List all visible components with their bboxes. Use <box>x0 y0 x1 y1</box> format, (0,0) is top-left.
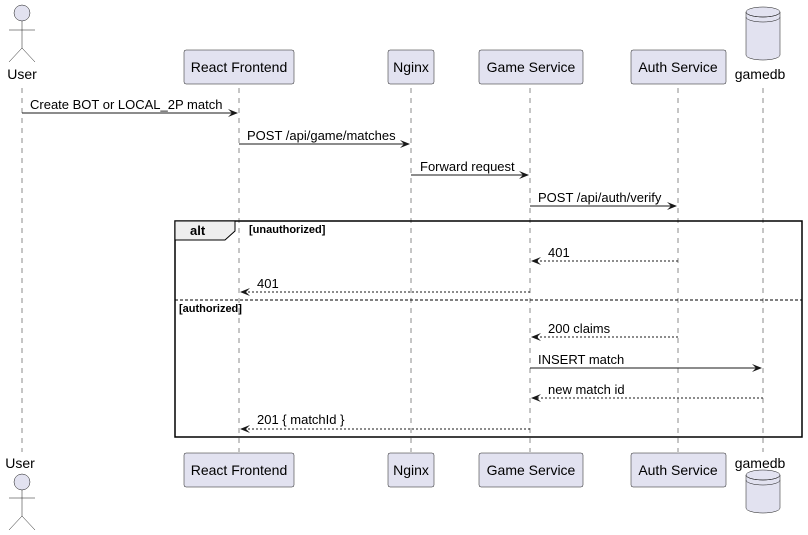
msg-label-9: new match id <box>548 382 625 397</box>
game-label-bottom: Game Service <box>487 462 576 478</box>
db-label-top: gamedb <box>735 66 786 82</box>
nginx-box-top: Nginx <box>387 49 435 85</box>
msg-label-6: 401 <box>257 276 279 291</box>
msg-label-3: Forward request <box>420 159 515 174</box>
msg-label-10: 201 { matchId } <box>257 412 345 427</box>
msg-label-7: 200 claims <box>548 321 611 336</box>
database-icon-top: gamedb <box>735 6 786 82</box>
frontend-box-bottom: React Frontend <box>183 452 295 488</box>
user-label-top: User <box>7 66 37 82</box>
msg-label-1: Create BOT or LOCAL_2P match <box>30 97 222 112</box>
nginx-label-top: Nginx <box>393 59 429 75</box>
nginx-label-bottom: Nginx <box>393 462 429 478</box>
auth-label-bottom: Auth Service <box>638 462 718 478</box>
msg-label-5: 401 <box>548 245 570 260</box>
frontend-box-top: React Frontend <box>183 49 295 85</box>
frontend-label-top: React Frontend <box>191 59 288 75</box>
nginx-box-bottom: Nginx <box>387 452 435 488</box>
database-icon-bottom: gamedb <box>735 455 786 514</box>
game-box-top: Game Service <box>478 49 584 85</box>
alt-guard-authorized: [authorized] <box>179 303 242 315</box>
alt-fragment: alt [unauthorized] [authorized] <box>174 220 803 438</box>
user-actor-top: User <box>7 4 37 82</box>
auth-box-bottom: Auth Service <box>630 452 727 488</box>
db-label-bottom: gamedb <box>735 455 786 471</box>
msg-label-8: INSERT match <box>538 352 624 367</box>
msg-label-4: POST /api/auth/verify <box>538 190 662 205</box>
game-label-top: Game Service <box>487 59 576 75</box>
alt-keyword: alt <box>190 223 206 238</box>
user-actor-bottom: User <box>5 455 36 531</box>
alt-guard-unauthorized: [unauthorized] <box>249 224 326 236</box>
msg-label-2: POST /api/game/matches <box>247 128 396 143</box>
frontend-label-bottom: React Frontend <box>191 462 288 478</box>
user-label-bottom: User <box>5 455 35 471</box>
auth-box-top: Auth Service <box>630 49 727 85</box>
auth-label-top: Auth Service <box>638 59 718 75</box>
game-box-bottom: Game Service <box>478 452 584 488</box>
